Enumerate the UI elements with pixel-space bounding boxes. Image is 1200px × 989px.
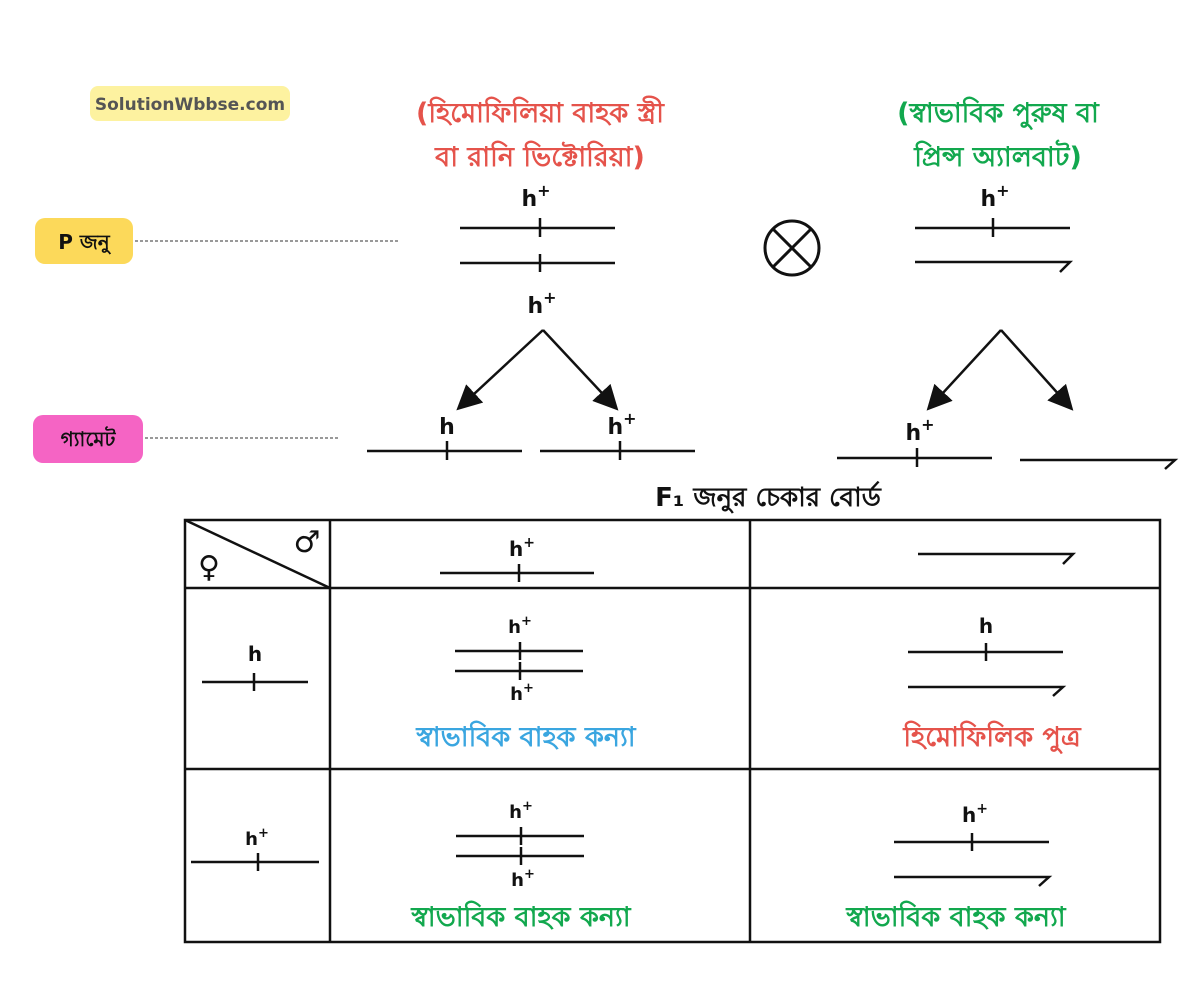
cell-1-2-y-chromosome: [908, 685, 1067, 697]
male-arrow-left: [926, 329, 1002, 411]
female-arrow-right: [542, 329, 619, 411]
gamete-label: গ্যামেট: [61, 426, 117, 451]
male-title-line1: (স্বাভাবিক পুরুষ বা: [897, 96, 1100, 130]
female-gamete-source-label: h+: [527, 288, 556, 319]
female-gamete-hplus: h+: [540, 409, 695, 460]
female-gamete-arrows: [456, 329, 619, 411]
male-y-chromosome: [915, 260, 1074, 273]
cell-1-2: h হিমোফিলিক পুত্র: [902, 614, 1081, 754]
row1-female-h: h: [202, 642, 308, 691]
female-gamete-h: h: [367, 415, 522, 460]
female-gamete-h-label: h: [439, 415, 455, 440]
male-allele-label: h+: [980, 181, 1009, 212]
female-gamete-hplus-label: h+: [607, 409, 636, 440]
male-gamete-y: [1020, 458, 1179, 470]
cell-2-2-phenotype: স্বাভাবিক বাহক কন্যা: [845, 900, 1066, 933]
cell-2-1-top-label: h+: [509, 799, 533, 823]
cell-2-2-y-chromosome: [894, 875, 1053, 887]
male-gamete-y-chromosome: [1020, 458, 1179, 470]
header-male-x: h+: [440, 535, 594, 582]
cell-1-1-phenotype: স্বাভাবিক বাহক কন্যা: [415, 720, 636, 753]
header-male-x-label: h+: [509, 535, 535, 561]
female-title-line1: (হিমোফিলিয়া বাহক স্ত্রী: [416, 95, 665, 129]
cross-line-2: [771, 227, 813, 269]
cell-1-2-label: h: [979, 614, 993, 638]
watermark-text: SolutionWbbse.com: [95, 95, 285, 115]
female-allele-label: h+: [521, 181, 550, 212]
header-male-y: [918, 552, 1077, 565]
row1-female-h-label: h: [248, 642, 262, 666]
cross-circle: [763, 219, 821, 277]
male-gamete-arrows: [926, 329, 1074, 411]
cell-2-1-bottom-label: h+: [511, 867, 535, 891]
watermark-background: [90, 86, 290, 121]
checkerboard-grid: [183, 518, 1162, 944]
female-arrow-left: [456, 329, 544, 411]
female-parent-chromosomes: h+ h+: [460, 181, 615, 319]
corner-diagonal: [184, 518, 331, 590]
cell-1-1-bottom-label: h+: [510, 681, 534, 705]
cell-1-2-phenotype: হিমোফিলিক পুত্র: [902, 720, 1081, 754]
p-generation-badge-bg: [35, 218, 133, 264]
female-title-line2: বা রানি ভিক্টোরিয়া): [434, 140, 645, 173]
checkerboard-frame: [183, 518, 1162, 944]
cell-1-1-top-label: h+: [508, 614, 532, 638]
female-parent-title: (হিমোফিলিয়া বাহক স্ত্রী বা রানি ভিক্টোর…: [416, 95, 665, 173]
male-gamete-x-label: h+: [905, 415, 934, 446]
gamete-badge-bg: [33, 415, 143, 463]
cross-symbol: [763, 219, 821, 277]
cell-2-2-label: h+: [962, 801, 988, 827]
male-arrow-right: [1000, 329, 1074, 411]
row2-female-hplus: h+: [191, 826, 319, 871]
checkerboard-title: F₁ জনুর চেকার বোর্ড: [655, 481, 882, 514]
watermark: SolutionWbbse.com: [90, 86, 290, 121]
cell-2-2: h+ স্বাভাবিক বাহক কন্যা: [845, 801, 1066, 933]
male-symbol: ♂: [294, 525, 321, 560]
gamete-badge: গ্যামেট: [33, 415, 340, 463]
p-generation-label: P জনু: [58, 230, 111, 255]
row2-female-hplus-label: h+: [245, 826, 269, 850]
male-parent-chromosomes: h+: [915, 181, 1074, 273]
cell-2-1: h+ h+ স্বাভাবিক বাহক কন্যা: [410, 799, 631, 933]
header-male-y-chromosome: [918, 552, 1077, 565]
cell-2-1-phenotype: স্বাভাবিক বাহক কন্যা: [410, 900, 631, 933]
female-symbol: ♀: [198, 550, 220, 585]
male-title-line2: প্রিন্স অ্যালবাট): [913, 139, 1082, 173]
male-parent-title: (স্বাভাবিক পুরুষ বা প্রিন্স অ্যালবাট): [897, 96, 1100, 173]
male-gamete-x: h+: [837, 415, 992, 467]
p-generation-badge: P জনু: [35, 218, 400, 264]
cell-1-1: h+ h+ স্বাভাবিক বাহক কন্যা: [415, 614, 636, 753]
